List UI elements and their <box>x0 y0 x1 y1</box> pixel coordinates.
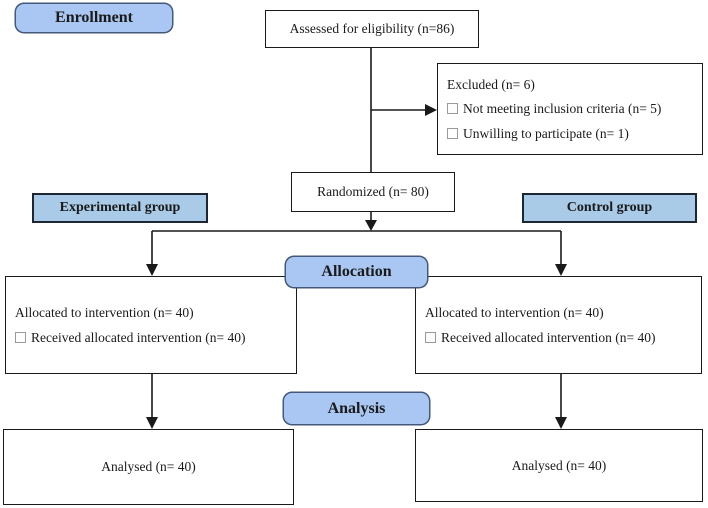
allocation-stage-badge: Allocation <box>285 256 428 288</box>
allocated-line: Allocated to intervention (n= 40) <box>15 304 194 320</box>
excluded-item: Not meeting inclusion criteria (n= 5) <box>447 100 696 118</box>
control-group-label: Control group <box>522 193 697 223</box>
analysis-stage-badge: Analysis <box>283 392 430 425</box>
excluded-item: Unwilling to participate (n= 1) <box>447 125 696 143</box>
checkbox-icon <box>447 128 458 140</box>
received-line: Received allocated intervention (n= 40) <box>15 329 290 347</box>
assessed-text: Assessed for eligibility (n=86) <box>289 21 455 36</box>
analysed-control-box: Analysed (n= 40) <box>415 429 703 502</box>
analysed-experimental-box: Analysed (n= 40) <box>3 429 294 505</box>
analysed-text: Analysed (n= 40) <box>101 459 196 474</box>
received-line: Received allocated intervention (n= 40) <box>425 329 695 347</box>
allocated-experimental-box: Allocated to intervention (n= 40) Receiv… <box>5 276 297 374</box>
excluded-title: Excluded (n= 6) <box>447 76 535 92</box>
checkbox-icon <box>447 103 458 115</box>
enrollment-stage-badge: Enrollment <box>15 3 173 33</box>
assessed-for-eligibility-box: Assessed for eligibility (n=86) <box>265 10 479 48</box>
experimental-group-label: Experimental group <box>32 193 208 223</box>
allocated-control-box: Allocated to intervention (n= 40) Receiv… <box>415 276 702 374</box>
excluded-box: Excluded (n= 6) Not meeting inclusion cr… <box>437 63 703 155</box>
randomized-text: Randomized (n= 80) <box>317 184 429 199</box>
analysed-text: Analysed (n= 40) <box>511 457 607 473</box>
checkbox-icon <box>15 331 26 343</box>
randomized-box: Randomized (n= 80) <box>291 172 455 212</box>
checkbox-icon <box>425 331 436 343</box>
allocated-line: Allocated to intervention (n= 40) <box>425 304 604 320</box>
